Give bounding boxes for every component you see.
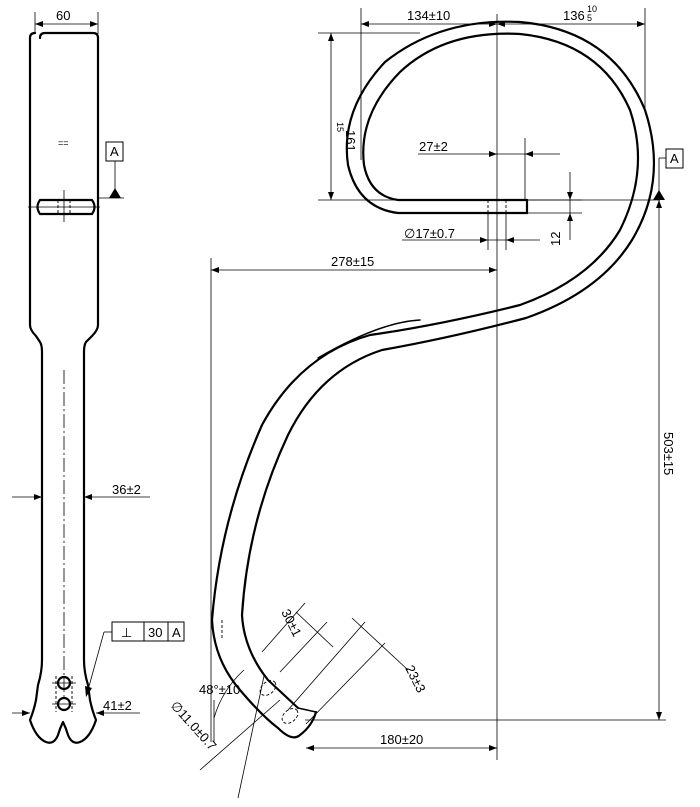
dim-136-tol-lower: 5 xyxy=(587,13,592,23)
dim-23-ext-2 xyxy=(305,642,386,725)
tolerance-symbol: ⊥ xyxy=(121,625,132,640)
datum-a-side-text: A xyxy=(110,144,119,159)
dim-36-text: 36±2 xyxy=(112,482,141,497)
datum-a-box-front xyxy=(665,148,684,169)
dim-12-text: 12 xyxy=(548,232,563,246)
dim-11-ext xyxy=(199,699,281,771)
dim-23-line xyxy=(351,617,409,671)
lower-hole-2 xyxy=(281,708,299,724)
dim-161-tol: 15 xyxy=(335,122,345,132)
tine-inner-curve xyxy=(317,319,421,359)
tine-inner-edge xyxy=(240,20,656,710)
dim-23-ext-1 xyxy=(287,621,366,711)
dim-30-ext-2 xyxy=(279,621,328,673)
dim-17-text: ∅17±0.7 xyxy=(404,226,455,241)
datum-a-triangle-side xyxy=(109,188,121,198)
dim-503-text: 503±15 xyxy=(661,432,676,475)
side-view: == 60 A 36±2 41±2 ⊥ 30 xyxy=(12,8,185,744)
dim-11-text: ∅11.0±0.7 xyxy=(168,698,220,753)
dim-11-leader xyxy=(237,675,265,799)
side-view-outline xyxy=(28,31,100,744)
dim-48-text: 48°±10 xyxy=(199,682,240,697)
dim-30-ext-1 xyxy=(261,602,306,653)
dim-134-text: 134±10 xyxy=(407,8,450,23)
dim-136-text: 136 xyxy=(563,8,585,23)
dim-180-text: 180±20 xyxy=(380,732,423,747)
dim-23-text: 23±3 xyxy=(402,663,428,695)
tolerance-value: 30 xyxy=(148,625,162,640)
dim-278-text: 278±15 xyxy=(331,254,374,269)
dim-41-text: 41±2 xyxy=(103,698,132,713)
slot xyxy=(36,198,96,216)
dim-27-text: 27±2 xyxy=(419,139,448,154)
tine-outer-edge xyxy=(210,32,640,739)
angle-arc xyxy=(213,669,245,719)
datum-a-box-side xyxy=(105,141,124,162)
tolerance-datum: A xyxy=(172,625,181,640)
dim-12-arrows xyxy=(567,192,573,221)
dim-161-text: 161 xyxy=(343,130,358,152)
datum-a-triangle-front xyxy=(653,190,665,200)
center-mark: == xyxy=(58,138,69,148)
datum-a-front-text: A xyxy=(670,151,679,166)
dim-30-line xyxy=(295,611,334,648)
tolerance-leader xyxy=(87,631,105,691)
tolerance-leader-arrow xyxy=(85,686,92,697)
dim-30-text: 30±1 xyxy=(278,607,304,639)
dim-136-tol-upper: 10 xyxy=(587,4,597,14)
dim-60-text: 60 xyxy=(56,8,70,23)
tolerance-frame xyxy=(111,621,185,642)
dim-17-arrows xyxy=(480,237,514,243)
front-view: 134±10 136 10 5 161 15 27±2 12 ∅17±0.7 xyxy=(168,4,684,799)
tine-lower-end xyxy=(297,707,317,713)
lower-hole-1 xyxy=(259,680,277,696)
